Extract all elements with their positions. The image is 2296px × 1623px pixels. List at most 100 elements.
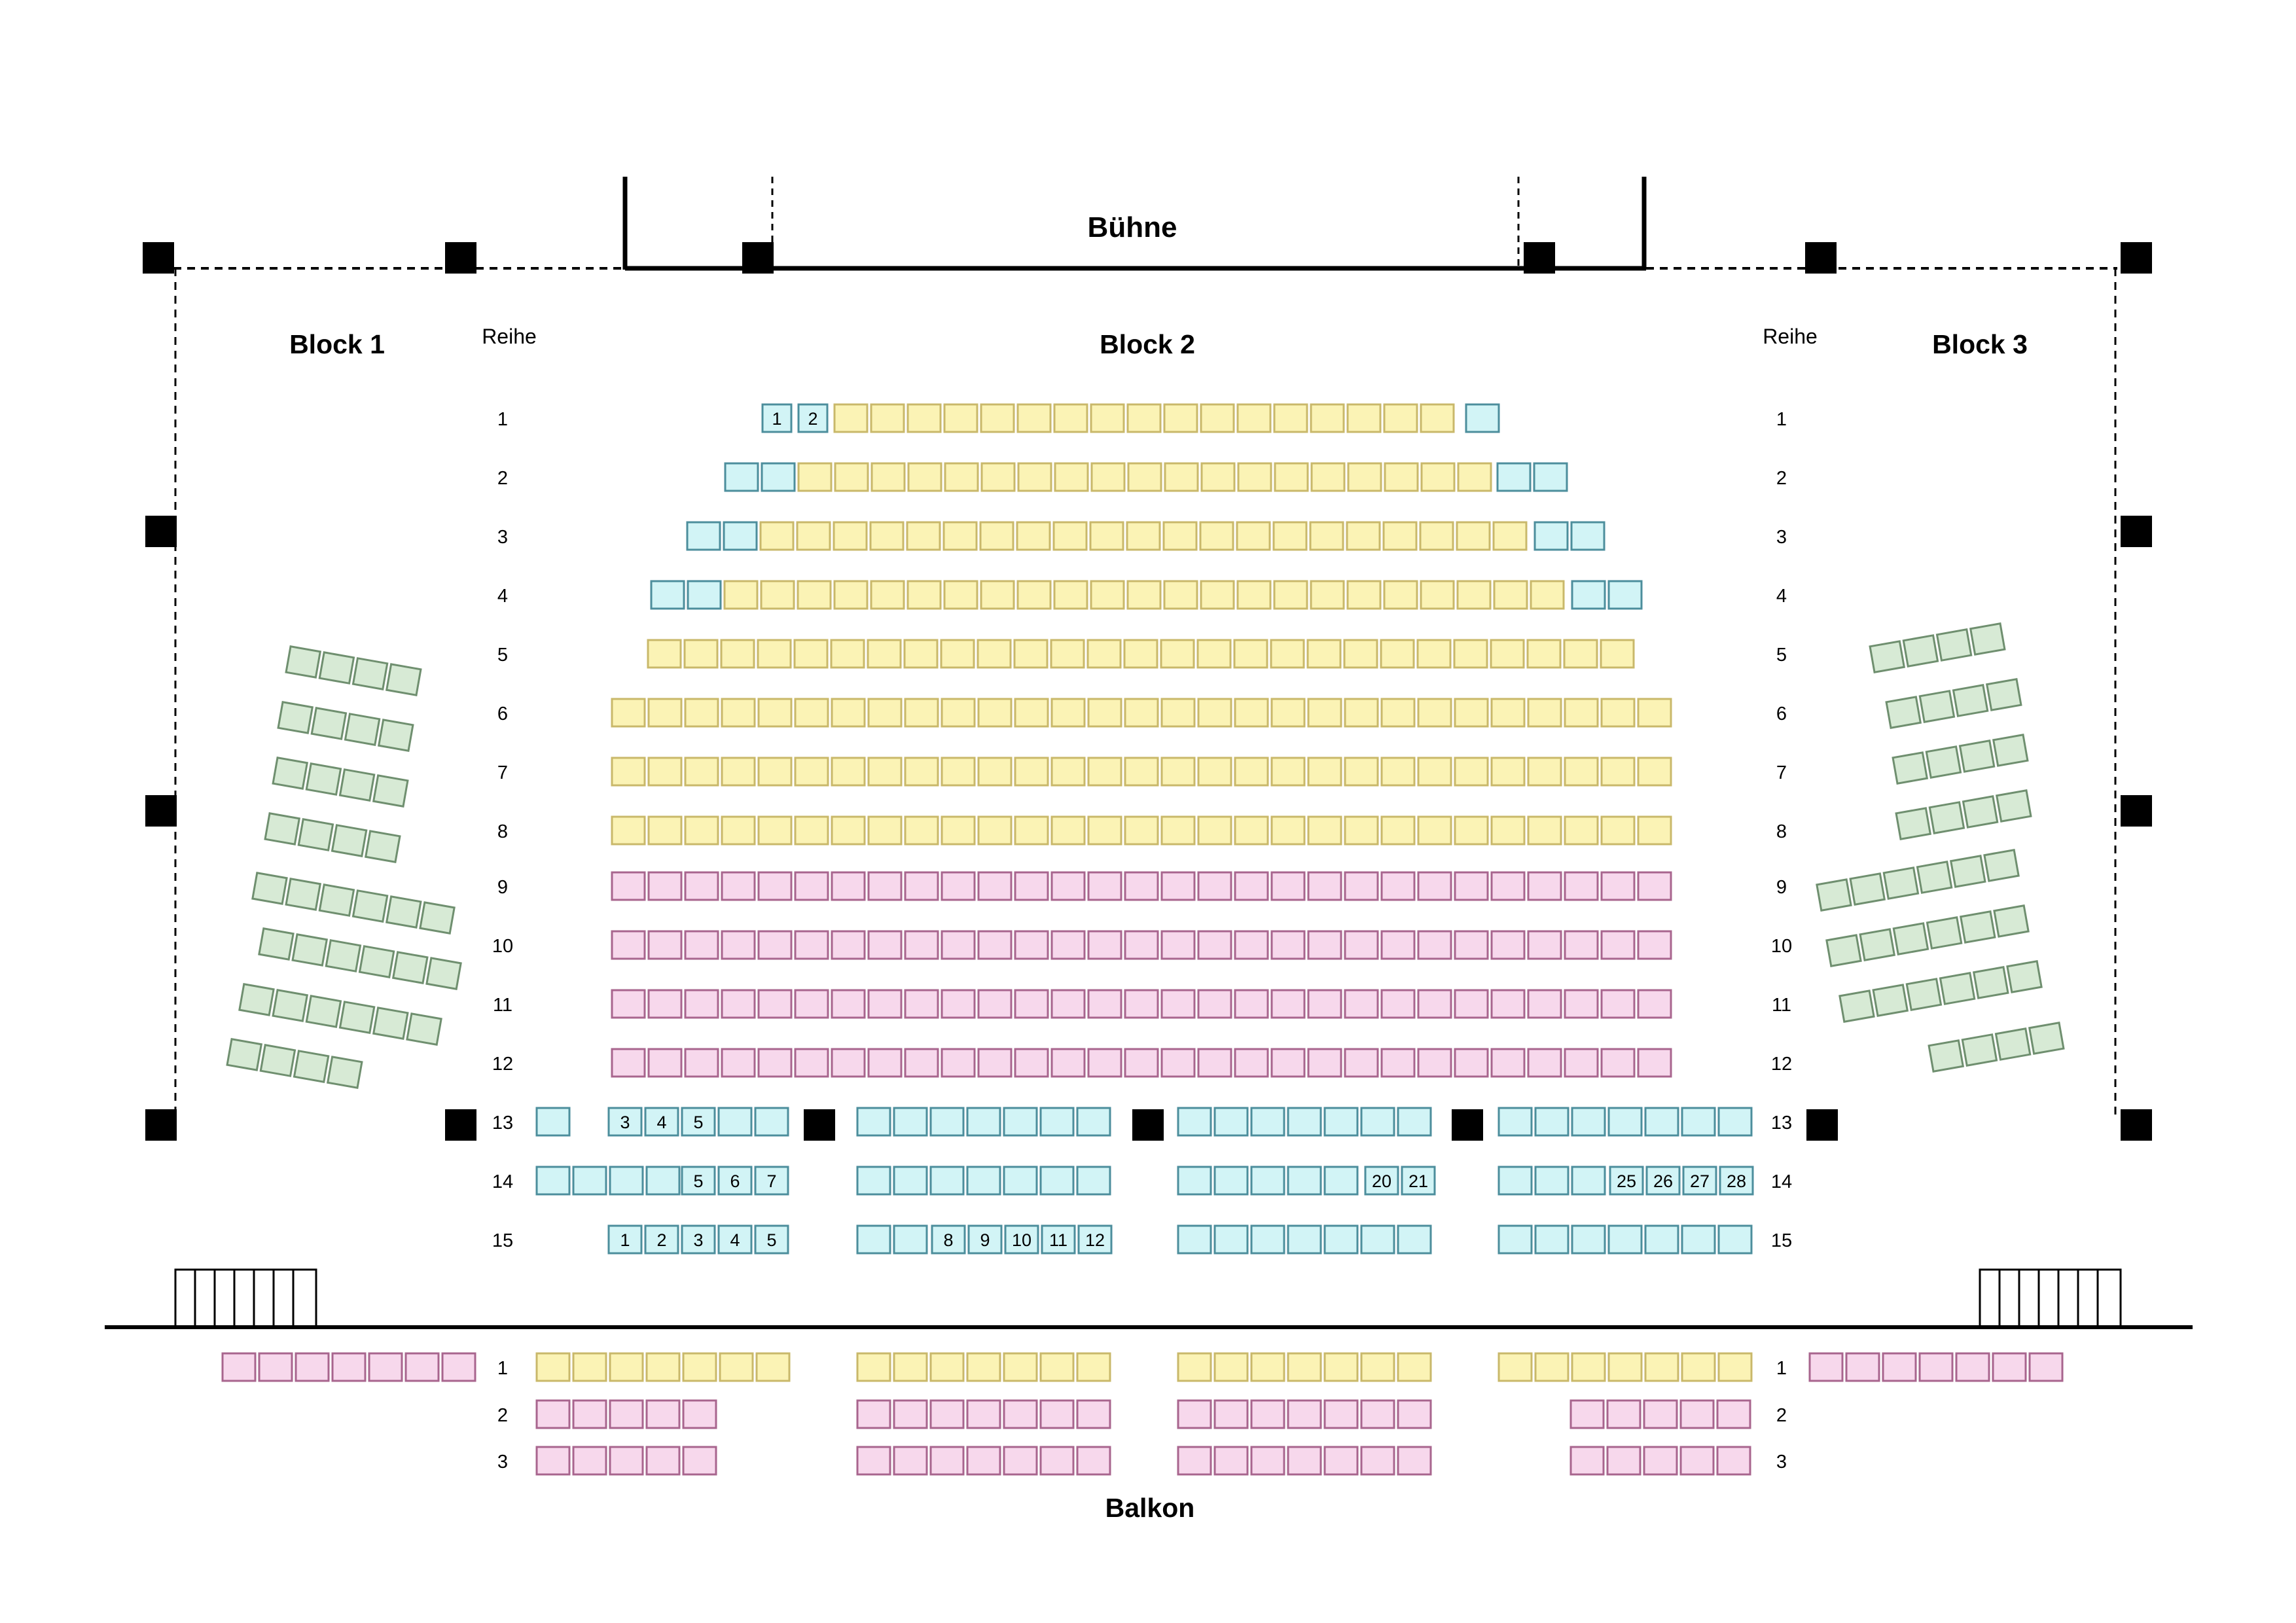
seat[interactable]	[1417, 989, 1452, 1019]
seat[interactable]	[1310, 462, 1346, 492]
seat[interactable]	[647, 815, 683, 846]
seat[interactable]	[682, 1446, 717, 1476]
seat-box[interactable]	[1344, 815, 1379, 846]
seat-box[interactable]	[830, 639, 865, 669]
seat[interactable]	[609, 1446, 644, 1476]
seat-box[interactable]	[1380, 930, 1416, 960]
seat[interactable]	[1197, 757, 1232, 787]
seat[interactable]	[1380, 989, 1416, 1019]
seat[interactable]	[1360, 1446, 1395, 1476]
seat-box[interactable]	[980, 580, 1015, 610]
seat-box[interactable]	[535, 1107, 571, 1137]
seat[interactable]	[929, 1352, 965, 1382]
seat-box[interactable]	[723, 521, 758, 551]
seat[interactable]	[1287, 1352, 1322, 1382]
seat[interactable]	[1360, 1224, 1395, 1255]
seat[interactable]	[1076, 1399, 1111, 1429]
seat-box[interactable]	[1808, 1352, 1844, 1382]
seat[interactable]	[1992, 734, 2029, 767]
seat[interactable]	[1679, 1399, 1715, 1429]
seat[interactable]	[572, 1399, 607, 1429]
seat[interactable]	[1177, 1446, 1212, 1476]
seat[interactable]	[293, 1050, 330, 1083]
seat-box[interactable]	[1234, 757, 1269, 787]
seat-box[interactable]	[831, 815, 866, 846]
seat[interactable]	[1380, 871, 1416, 901]
seat-box[interactable]	[797, 403, 829, 433]
seat-numbered[interactable]: 7	[754, 1166, 789, 1196]
seat-box[interactable]	[1417, 871, 1452, 901]
seat-box[interactable]	[1570, 521, 1605, 551]
seat[interactable]	[1160, 698, 1196, 728]
seat[interactable]	[723, 521, 758, 551]
seat[interactable]	[1808, 1352, 1844, 1382]
seat-box[interactable]	[1160, 698, 1196, 728]
seat-box[interactable]	[721, 989, 756, 1019]
seat[interactable]	[1234, 1048, 1269, 1078]
seat-box[interactable]	[1200, 462, 1236, 492]
seat[interactable]	[1571, 580, 1606, 610]
seat[interactable]	[1527, 930, 1562, 960]
seat-numbered[interactable]: 1	[761, 403, 793, 433]
seat[interactable]	[1200, 403, 1235, 433]
seat[interactable]	[1323, 1107, 1359, 1137]
seat[interactable]	[372, 1007, 409, 1040]
seat[interactable]	[1039, 1352, 1075, 1382]
seat-box[interactable]	[1600, 871, 1636, 901]
seat[interactable]	[1197, 1048, 1232, 1078]
seat-box[interactable]	[647, 1048, 683, 1078]
seat[interactable]	[611, 930, 646, 960]
seat[interactable]	[1016, 580, 1052, 610]
seat-box[interactable]	[1360, 1107, 1395, 1137]
seat[interactable]	[906, 521, 941, 551]
seat-box[interactable]	[1177, 1352, 1212, 1382]
seat-box[interactable]	[1417, 698, 1452, 728]
seat-box[interactable]	[966, 1107, 1001, 1137]
seat[interactable]	[721, 930, 756, 960]
seat-box[interactable]	[1087, 930, 1122, 960]
seat[interactable]	[682, 1399, 717, 1429]
seat-box[interactable]	[1600, 698, 1636, 728]
seat[interactable]	[1003, 1352, 1038, 1382]
seat-box[interactable]	[797, 580, 832, 610]
seat-box[interactable]	[1309, 521, 1344, 551]
seat[interactable]	[1530, 580, 1565, 610]
seat-box[interactable]	[1213, 1352, 1249, 1382]
seat-box[interactable]	[1564, 757, 1599, 787]
seat-box[interactable]	[1454, 871, 1489, 901]
seat[interactable]	[870, 580, 905, 610]
seat-box[interactable]	[1454, 815, 1489, 846]
seat[interactable]	[647, 989, 683, 1019]
seat-box[interactable]	[966, 1399, 1001, 1429]
seat[interactable]	[1600, 989, 1636, 1019]
seat[interactable]	[941, 930, 976, 960]
seat-box[interactable]	[760, 580, 795, 610]
seat-box[interactable]	[1197, 815, 1232, 846]
seat-box[interactable]	[1039, 1107, 1075, 1137]
seat-box[interactable]	[721, 930, 756, 960]
seat-box[interactable]	[1076, 1399, 1111, 1429]
seat-box[interactable]	[717, 1224, 753, 1255]
seat[interactable]	[903, 639, 939, 669]
seat-box[interactable]	[1716, 1399, 1751, 1429]
seat[interactable]	[1250, 1107, 1285, 1137]
seat-box[interactable]	[1717, 1352, 1753, 1382]
seat[interactable]	[1087, 698, 1122, 728]
seat-box[interactable]	[1196, 639, 1232, 669]
seat[interactable]	[1928, 801, 1965, 834]
seat[interactable]	[1849, 872, 1886, 906]
seat-box[interactable]	[1160, 930, 1196, 960]
seat-box[interactable]	[1682, 1166, 1717, 1196]
seat[interactable]	[977, 930, 1013, 960]
seat[interactable]	[687, 580, 722, 610]
seat-box[interactable]	[1490, 757, 1526, 787]
seat-box[interactable]	[1637, 871, 1672, 901]
seat[interactable]	[867, 639, 902, 669]
seat-box[interactable]	[1014, 698, 1049, 728]
seat[interactable]	[251, 871, 288, 905]
seat[interactable]	[364, 830, 401, 863]
seat-box[interactable]	[1270, 871, 1306, 901]
seat[interactable]	[1600, 871, 1636, 901]
seat[interactable]	[1527, 871, 1562, 901]
seat-box[interactable]	[1992, 1352, 2027, 1382]
